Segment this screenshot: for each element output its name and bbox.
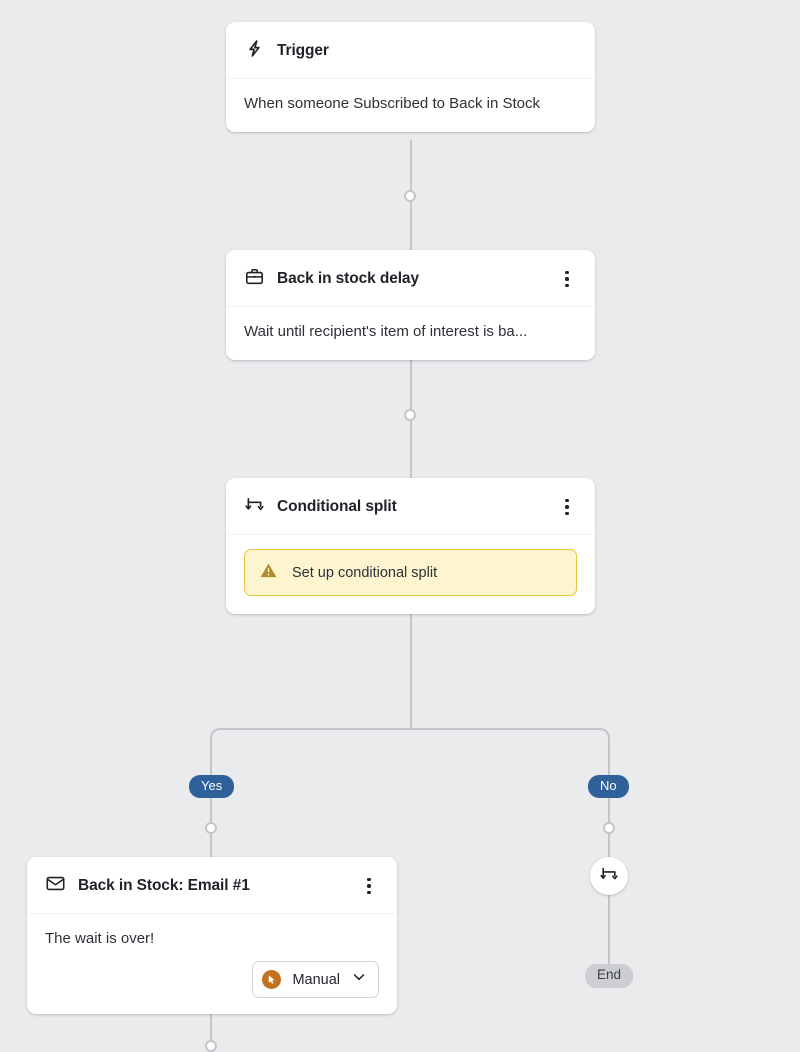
connector-dot-no[interactable] <box>603 822 615 834</box>
trigger-divider <box>226 78 595 79</box>
email-header: Back in Stock: Email #1 <box>27 857 397 913</box>
envelope-icon <box>45 873 66 899</box>
delay-kebab-menu-icon[interactable] <box>557 269 577 289</box>
node-conditional-split[interactable]: Conditional split Set up conditional spl… <box>226 478 595 614</box>
branch-label-yes[interactable]: Yes <box>189 775 235 798</box>
delay-header: Back in stock delay <box>226 250 595 306</box>
conditional-split-divider <box>226 534 595 535</box>
trigger-description: When someone Subscribed to Back in Stock <box>244 95 540 112</box>
connector-dot-2[interactable] <box>404 409 416 421</box>
connector-no-to-end <box>608 895 610 970</box>
send-mode-select[interactable]: Manual <box>252 961 379 999</box>
email-title: Back in Stock: Email #1 <box>78 877 250 894</box>
email-description: The wait is over! <box>45 930 155 947</box>
connector-no-branch <box>608 740 610 860</box>
connector-split-to-fork <box>410 598 412 730</box>
split-icon <box>244 494 265 520</box>
email-kebab-menu-icon[interactable] <box>359 876 379 896</box>
delay-divider <box>226 306 595 307</box>
node-back-in-stock-delay[interactable]: Back in stock delay Wait until recipient… <box>226 250 595 361</box>
conditional-split-title: Conditional split <box>277 498 397 515</box>
chevron-down-icon <box>351 969 367 990</box>
cursor-click-icon <box>262 970 282 990</box>
trigger-title: Trigger <box>277 42 329 59</box>
delay-description: Wait until recipient's item of interest … <box>244 323 528 340</box>
lightning-bolt-icon <box>244 38 265 64</box>
delay-title: Back in stock delay <box>277 270 419 287</box>
trigger-header: Trigger <box>226 22 595 78</box>
conditional-split-kebab-menu-icon[interactable] <box>557 497 577 517</box>
branch-fork <box>210 728 610 744</box>
email-send-mode-row: Manual <box>27 961 397 1014</box>
send-mode-value: Manual <box>292 971 340 988</box>
conditional-split-header: Conditional split <box>226 478 595 534</box>
connector-dot-yes[interactable] <box>205 822 217 834</box>
node-back-in-stock-email-1[interactable]: Back in Stock: Email #1 The wait is over… <box>27 857 397 1015</box>
branch-label-no[interactable]: No <box>588 775 629 798</box>
connector-dot-email-down[interactable] <box>205 1040 217 1052</box>
connector-yes-branch <box>210 740 212 860</box>
email-divider <box>27 913 397 914</box>
split-icon <box>599 864 619 889</box>
briefcase-icon <box>244 266 265 292</box>
node-trigger[interactable]: Trigger When someone Subscribed to Back … <box>226 22 595 133</box>
end-node[interactable]: End <box>585 964 634 988</box>
setup-conditional-split-banner[interactable]: Set up conditional split <box>244 549 577 596</box>
setup-conditional-split-text: Set up conditional split <box>292 564 438 581</box>
node-split-round[interactable] <box>590 857 628 895</box>
connector-email-down <box>210 1003 212 1048</box>
connector-dot-1[interactable] <box>404 190 416 202</box>
warning-triangle-icon <box>259 561 278 584</box>
